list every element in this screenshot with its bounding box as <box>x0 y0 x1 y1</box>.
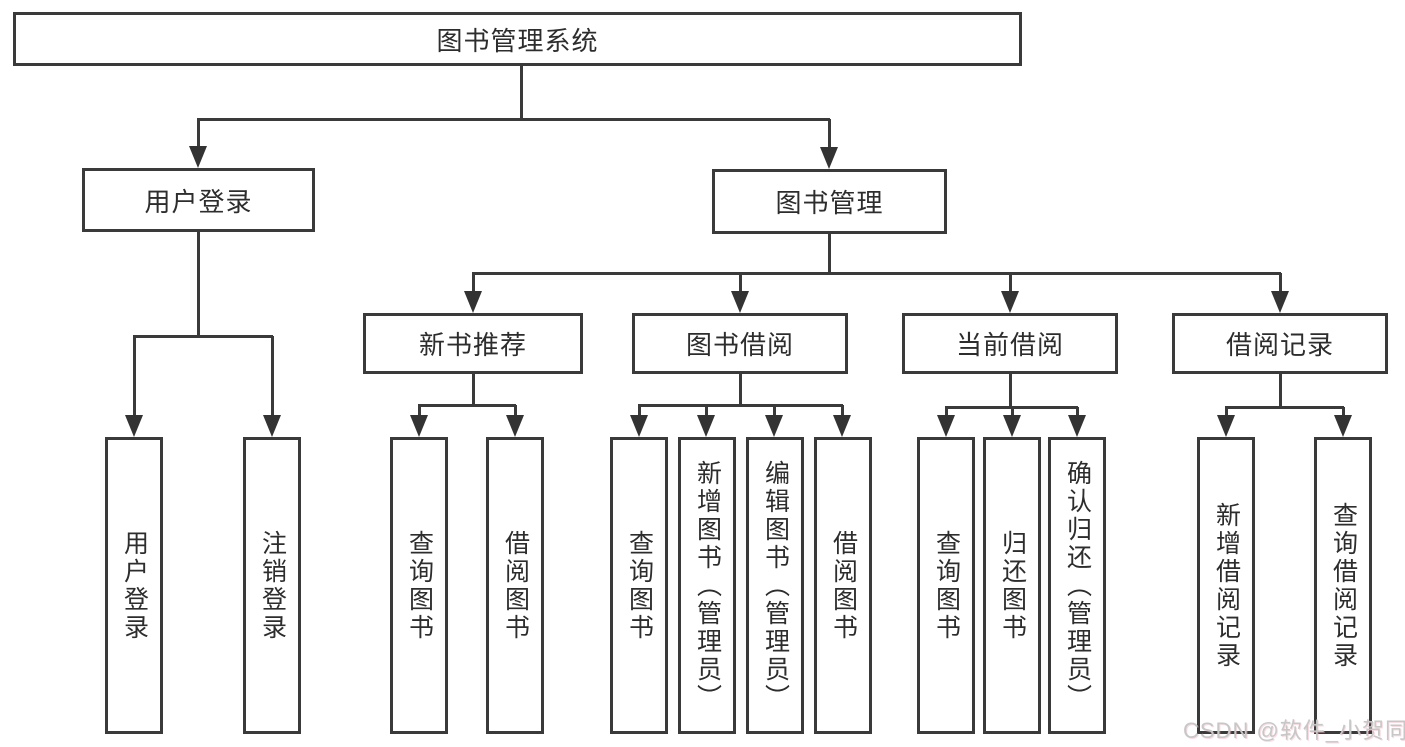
node-label-leaf-query-book-1: 查询图书 <box>405 529 434 642</box>
arrow-down-icon <box>1334 415 1352 437</box>
arrow-down-icon <box>1217 415 1235 437</box>
node-book-borrow: 图书借阅 <box>632 313 848 374</box>
node-leaf-query-borrow-record: 查询借阅记录 <box>1314 437 1372 734</box>
arrow-down-icon <box>697 415 715 437</box>
arrow-down-icon <box>937 415 955 437</box>
connector-line <box>1279 273 1282 293</box>
node-leaf-add-borrow-record: 新增借阅记录 <box>1197 437 1255 734</box>
node-label-book-management: 图书管理 <box>775 188 884 218</box>
connector-line <box>472 272 1281 275</box>
arrow-down-icon <box>263 415 281 437</box>
node-label-leaf-query-book-2: 查询图书 <box>625 529 654 642</box>
connector-line <box>418 405 421 417</box>
connector-line <box>1279 374 1282 409</box>
arrow-down-icon <box>731 291 749 313</box>
connector-line <box>739 273 742 293</box>
node-leaf-user-login: 用户登录 <box>105 437 163 734</box>
node-leaf-borrow-book-2: 借阅图书 <box>814 437 872 734</box>
watermark: CSDN @软件_小贺同学 <box>1183 718 1405 743</box>
connector-line <box>197 119 200 148</box>
node-label-leaf-query-book-3: 查询图书 <box>932 529 961 642</box>
node-leaf-return-book: 归还图书 <box>983 437 1041 734</box>
connector-line <box>133 336 136 417</box>
node-current-borrow: 当前借阅 <box>902 313 1118 374</box>
node-label-book-borrow: 图书借阅 <box>685 330 794 360</box>
connector-line <box>1076 407 1079 417</box>
node-label-leaf-logout: 注销登录 <box>258 529 287 642</box>
node-label-current-borrow: 当前借阅 <box>955 330 1064 360</box>
arrow-down-icon <box>464 291 482 313</box>
node-label-user-login: 用户登录 <box>144 186 253 217</box>
arrow-down-icon <box>630 415 648 437</box>
node-label-leaf-user-login: 用户登录 <box>120 529 149 642</box>
connector-line <box>418 404 516 407</box>
node-leaf-query-book-3: 查询图书 <box>917 437 975 734</box>
node-label-new-book-recommend: 新书推荐 <box>418 330 527 360</box>
node-label-leaf-query-borrow-record: 查询借阅记录 <box>1329 501 1358 670</box>
arrow-down-icon <box>125 415 143 437</box>
node-book-management: 图书管理 <box>712 169 947 234</box>
connector-line <box>1011 407 1014 417</box>
connector-line <box>1009 374 1012 409</box>
node-leaf-confirm-return: 确认归还（管理员） <box>1048 437 1106 734</box>
arrow-down-icon <box>189 146 207 168</box>
node-leaf-edit-book: 编辑图书（管理员） <box>746 437 804 734</box>
node-leaf-add-book: 新增图书（管理员） <box>678 437 736 734</box>
connector-line <box>828 119 831 149</box>
connector-line <box>197 118 830 121</box>
arrow-down-icon <box>1001 291 1019 313</box>
node-label-leaf-add-borrow-record: 新增借阅记录 <box>1212 501 1241 670</box>
node-leaf-query-book-1: 查询图书 <box>390 437 448 734</box>
node-leaf-logout: 注销登录 <box>243 437 301 734</box>
connector-line <box>705 405 708 417</box>
node-label-leaf-edit-book: 编辑图书（管理员） <box>761 459 790 712</box>
node-label-root: 图书管理系统 <box>436 25 599 56</box>
node-label-borrow-records: 借阅记录 <box>1225 330 1334 360</box>
connector-line <box>1342 407 1345 417</box>
node-label-leaf-confirm-return: 确认归还（管理员） <box>1063 459 1092 712</box>
connector-line <box>828 234 831 275</box>
connector-line <box>1009 273 1012 293</box>
connector-line <box>841 405 844 417</box>
connector-line <box>1225 406 1344 409</box>
node-label-leaf-borrow-book-2: 借阅图书 <box>829 529 858 642</box>
arrow-down-icon <box>1271 291 1289 313</box>
arrow-down-icon <box>410 415 428 437</box>
connector-line <box>739 374 742 407</box>
connector-line <box>773 405 776 417</box>
arrow-down-icon <box>506 415 524 437</box>
connector-line <box>638 404 843 407</box>
node-leaf-borrow-book-1: 借阅图书 <box>486 437 544 734</box>
connector-line <box>271 336 274 417</box>
arrow-down-icon <box>765 415 783 437</box>
node-leaf-query-book-2: 查询图书 <box>610 437 668 734</box>
connector-line <box>520 66 523 121</box>
node-label-leaf-return-book: 归还图书 <box>998 529 1027 642</box>
arrow-down-icon <box>1068 415 1086 437</box>
connector-line <box>1225 407 1228 417</box>
connector-line <box>197 232 200 338</box>
arrow-down-icon <box>1003 415 1021 437</box>
arrow-down-icon <box>833 415 851 437</box>
node-label-leaf-add-book: 新增图书（管理员） <box>693 459 722 712</box>
connector-line <box>472 374 475 407</box>
connector-line <box>638 405 641 417</box>
arrow-down-icon <box>820 147 838 169</box>
connector-line <box>514 405 517 417</box>
node-root: 图书管理系统 <box>13 12 1022 66</box>
connector-line <box>472 273 475 293</box>
connector-line <box>945 407 948 417</box>
node-user-login: 用户登录 <box>82 168 315 232</box>
node-borrow-records: 借阅记录 <box>1172 313 1388 374</box>
connector-line <box>133 335 273 338</box>
node-label-leaf-borrow-book-1: 借阅图书 <box>501 529 530 642</box>
node-new-book-recommend: 新书推荐 <box>363 313 583 374</box>
